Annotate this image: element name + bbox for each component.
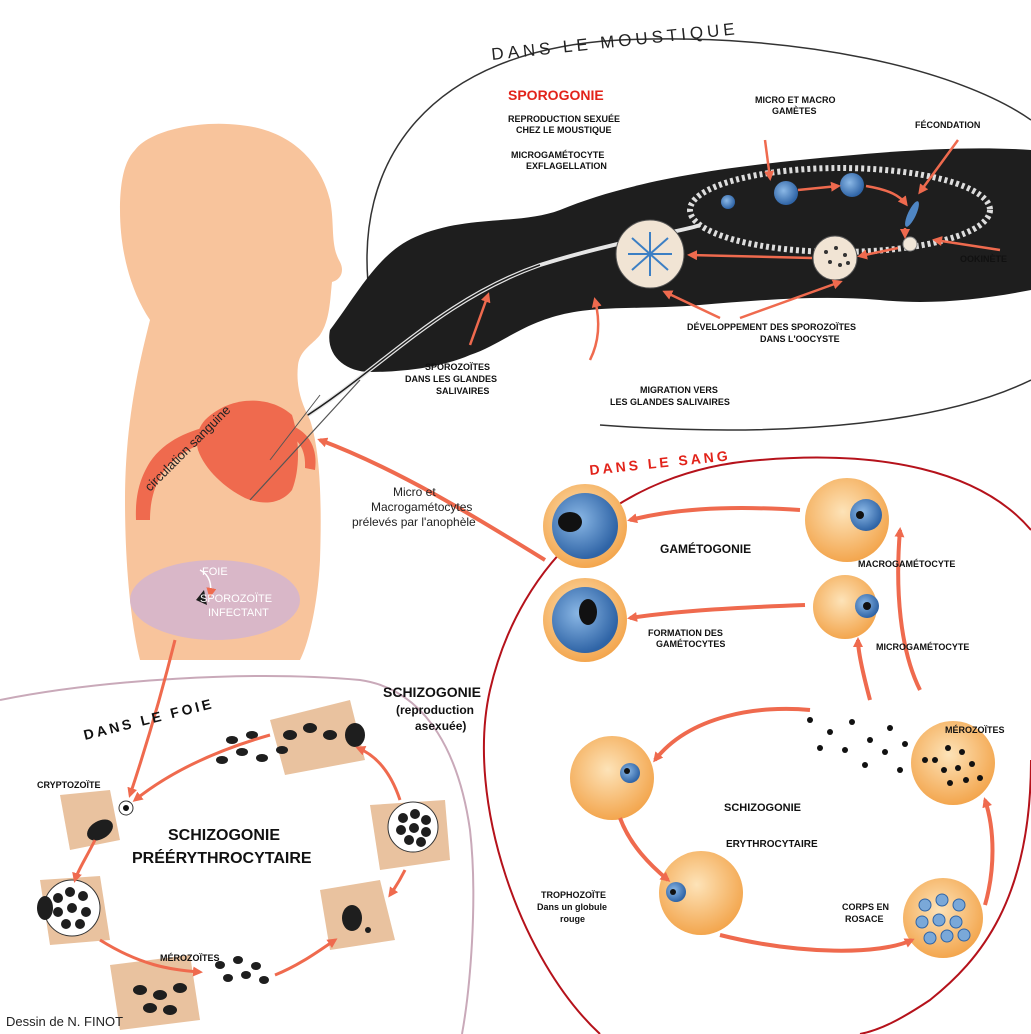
micro-macro-line2: GAMÈTES <box>772 106 817 116</box>
large-gametocyte-bottom <box>543 578 627 662</box>
macrogametocyte-cell <box>805 478 889 562</box>
rosace-line2: ROSACE <box>845 914 884 924</box>
schizo-pre-line2: PRÉÉRYTHROCYTAIRE <box>132 848 312 867</box>
microgametocyte-label: MICROGAMÉTOCYTE <box>876 642 969 652</box>
svg-text:DANS LE MOUSTIQUE: DANS LE MOUSTIQUE <box>490 19 739 64</box>
oocyst-icon <box>813 236 857 280</box>
sporozoite-infectant-line1: SPOROZOÏTE <box>200 593 272 605</box>
schizo-pre-line1: SCHIZOGONIE <box>168 827 280 844</box>
tropho-line1: TROPHOZOÏTE <box>541 890 606 900</box>
schizo-ery-line1: SCHIZOGONIE <box>724 802 801 814</box>
schizo-ery-line2: ERYTHROCYTAIRE <box>726 839 818 850</box>
ookinete-label: OOKINÈTE <box>960 254 1007 264</box>
dev-sporo-line1: DÉVELOPPEMENT DES SPOROZOÏTES <box>687 322 856 332</box>
macrogametocyte-label: MACROGAMÉTOCYTE <box>858 559 955 569</box>
prelev-line2: Macrogamétocytes <box>371 500 472 514</box>
schizo-liver-title-2: (reproduction <box>396 703 474 717</box>
macrogamete-icon <box>774 181 798 205</box>
sporo-glandes-line1: SPOROZOÏTES <box>425 362 490 372</box>
young-trophozoite-cell <box>570 736 654 820</box>
rosace-line1: CORPS EN <box>842 902 889 912</box>
free-merozoites <box>807 717 928 773</box>
fecondation-label: FÉCONDATION <box>915 120 980 130</box>
cryptozoite-label: CRYPTOZOÏTE <box>37 780 101 790</box>
foie-label: FOIE <box>202 566 228 578</box>
schizo-liver-title-1: SCHIZOGONIE <box>383 684 481 700</box>
merozoites-liver-label: MÉROZOÏTES <box>160 953 220 963</box>
tropho-line2: Dans un globule <box>537 902 607 912</box>
section-title-mosquito: DANS LE MOUSTIQUE <box>490 19 739 64</box>
section-title-blood: DANS LE SANG <box>589 447 732 478</box>
large-gametocyte-top <box>543 484 627 568</box>
schizo-liver-title-3: asexuée) <box>415 719 466 733</box>
microgamete-icon <box>721 195 735 209</box>
prelev-line3: prélevés par l'anophèle <box>352 515 476 529</box>
prelev-line1: Micro et <box>393 485 436 499</box>
repro-sexuee-line1: REPRODUCTION SEXUÉE <box>508 114 620 124</box>
exflag-line1: MICROGAMÉTOCYTE <box>511 150 604 160</box>
microgametocyte-cell <box>813 575 879 639</box>
trophozoite-cell <box>659 851 743 935</box>
exflag-line2: EXFLAGELLATION <box>526 161 607 171</box>
repro-sexuee-line2: CHEZ LE MOUSTIQUE <box>516 125 612 135</box>
sporogonie-title: SPOROGONIE <box>508 87 604 103</box>
formation-gam-line2: GAMÉTOCYTES <box>656 639 725 649</box>
tropho-line3: rouge <box>560 914 585 924</box>
sporo-glandes-line2: DANS LES GLANDES <box>405 374 497 384</box>
rosette-cell <box>903 878 983 958</box>
sporozoite-infectant-line2: INFECTANT <box>208 607 269 619</box>
gametogonie-label: GAMÉTOGONIE <box>660 541 751 556</box>
migration-line2: LES GLANDES SALIVAIRES <box>610 397 730 407</box>
young-oocyst-icon <box>903 237 917 251</box>
migration-line1: MIGRATION VERS <box>640 385 718 395</box>
formation-gam-line1: FORMATION DES <box>648 628 723 638</box>
credit-label: Dessin de N. FINOT <box>6 1014 123 1029</box>
svg-text:DANS LE SANG: DANS LE SANG <box>589 447 732 478</box>
dev-sporo-line2: DANS L'OOCYSTE <box>760 334 840 344</box>
zygote-icon <box>840 173 864 197</box>
sporo-glandes-line3: SALIVAIRES <box>436 386 489 396</box>
merozoites-blood-label: MÉROZOÏTES <box>945 725 1005 735</box>
micro-macro-line1: MICRO ET MACRO <box>755 95 836 105</box>
mature-liver-schizont <box>388 802 438 852</box>
